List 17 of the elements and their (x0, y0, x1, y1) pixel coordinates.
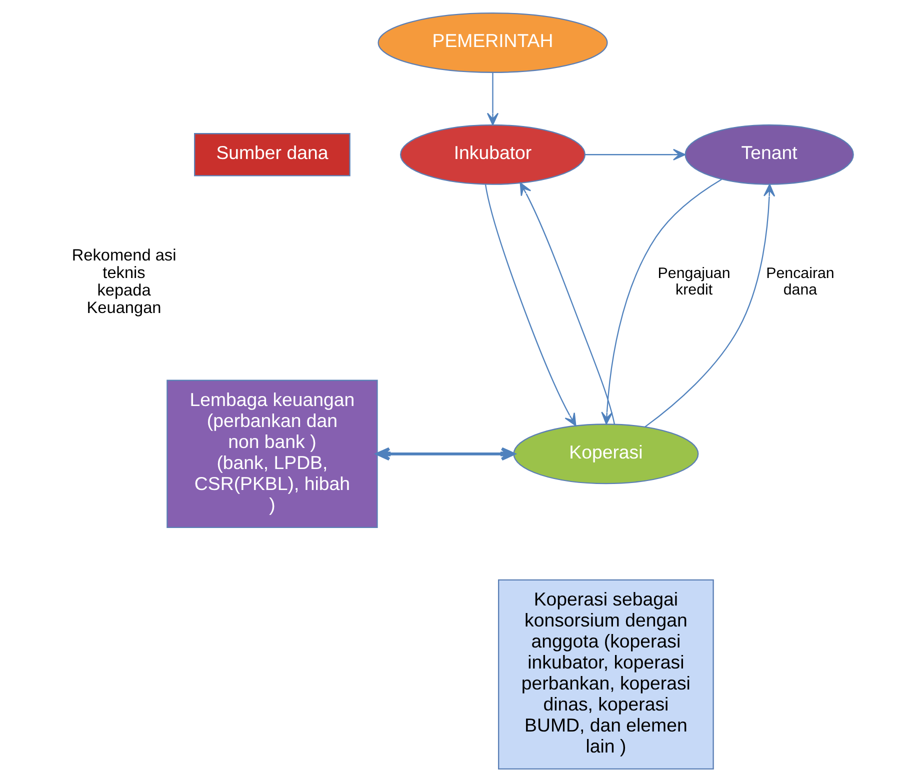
node-ellipse: Koperasi (513, 424, 699, 484)
arrow (644, 184, 776, 428)
arrow (486, 72, 499, 126)
arrow (585, 148, 686, 160)
node-box: Koperasi sebagai konsorsium dengan anggota (koperasi inkubator, koperasi perbankan, koperasi dinas, koperasi BUMD, dan elemen lain ) (498, 579, 714, 770)
label: Rekomend asi teknis kepada Keuangan (72, 246, 176, 317)
node-box: Lembaga keuangan (perbankan dan non bank ) (bank, LPDB, CSR(PKBL), hibah ) (166, 380, 378, 528)
node-ellipse: Inkubator (400, 124, 586, 185)
edge-label: Pengajuan kredit (658, 265, 730, 299)
arrow (601, 178, 722, 425)
node-box: Sumber dana (194, 133, 350, 176)
arrow (520, 182, 615, 424)
arrow (376, 447, 516, 461)
node-ellipse: Tenant (684, 124, 854, 185)
edge-label: Pencairan dana (766, 265, 834, 299)
arrow (484, 184, 576, 426)
node-ellipse: PEMERINTAH (378, 12, 608, 73)
